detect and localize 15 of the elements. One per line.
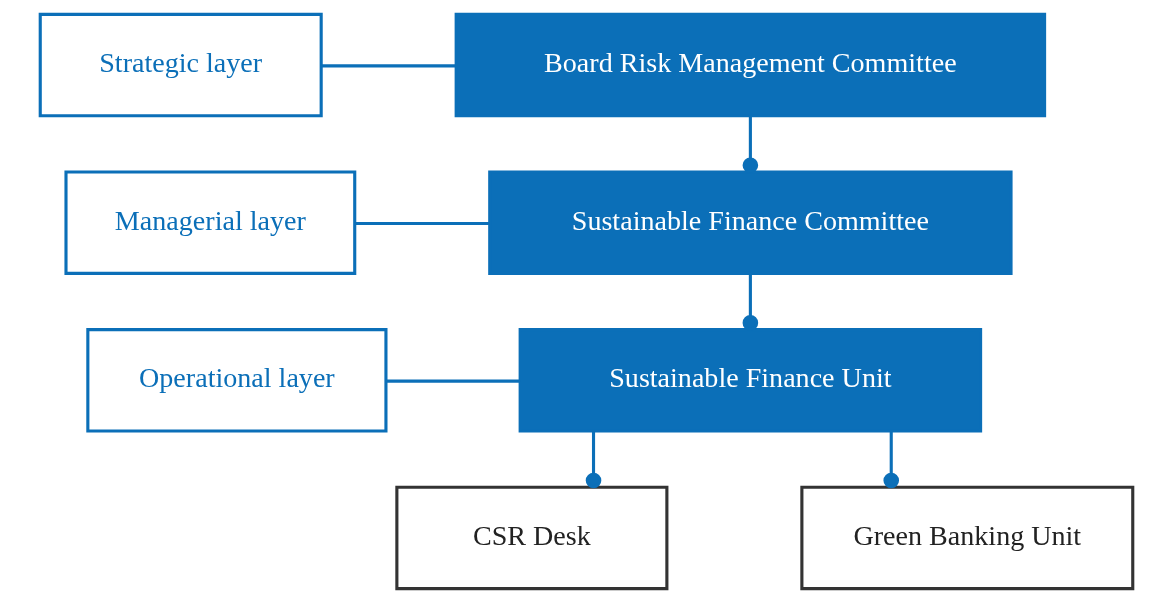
node-box: Sustainable Finance Unit [518,328,983,433]
node-box: Strategic layer [38,12,323,118]
connector [883,431,900,489]
node-box: Managerial layer [64,170,357,275]
node-box: Sustainable Finance Committee [488,170,1013,275]
node-box: CSR Desk [395,485,669,591]
connector [355,221,490,225]
connector [742,115,759,174]
connector [386,379,520,383]
connector [742,273,759,331]
connector [321,64,456,68]
node-box: Green Banking Unit [800,485,1135,591]
node-box: Operational layer [86,328,388,433]
node-box: Board Risk Management Committee [454,12,1047,118]
connector [585,431,602,489]
